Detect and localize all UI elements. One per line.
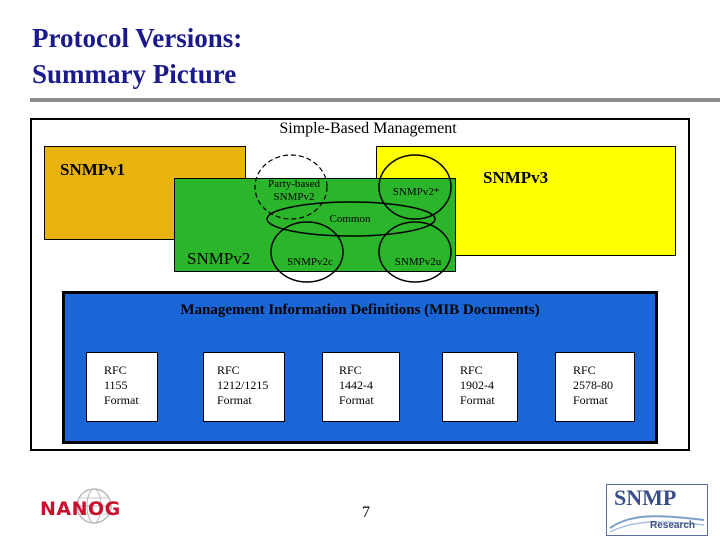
rfc-format-box-1442: RFC 1442-4 Format: [322, 352, 400, 422]
snmpv2u-label: SNMPv2u: [394, 256, 442, 268]
rfc-label: RFC: [339, 363, 362, 377]
snmpv1-label: SNMPv1: [60, 160, 126, 179]
rfc-format: Format: [339, 393, 374, 407]
rfc-label: RFC: [460, 363, 483, 377]
rfc-format: Format: [104, 393, 139, 407]
title-line-1: Protocol Versions:: [32, 23, 243, 53]
snmp-logo-subtitle: Research: [650, 520, 696, 531]
title-divider: [30, 98, 720, 102]
party-based-ellipse: [254, 154, 328, 220]
rfc-label: RFC: [217, 363, 240, 377]
rfc-number: 2578-80: [573, 378, 613, 392]
snmpv3-label: SNMPv3: [483, 168, 549, 187]
rfc-number: 1212/1215: [217, 378, 269, 392]
rfc-label: RFC: [573, 363, 596, 377]
snmpv2-star-label: SNMPv2*: [392, 186, 440, 198]
snmp-logo-swoosh: [609, 515, 705, 533]
outer-box-label: Simple-Based Management: [279, 120, 457, 137]
globe-icon: [76, 488, 112, 524]
common-ellipse: [266, 201, 436, 237]
rfc-format: Format: [217, 393, 252, 407]
title-line-2: Summary Picture: [32, 59, 237, 89]
common-label: Common: [329, 213, 371, 225]
snmpv2-label: SNMPv2: [187, 249, 251, 268]
rfc-number: 1155: [104, 378, 128, 392]
rfc-format-box-1155: RFC 1155 Format: [86, 352, 158, 422]
party-based-label: Party-based SNMPv2: [268, 178, 320, 203]
nanog-logo-text: NANOG: [40, 498, 121, 520]
rfc-number: 1442-4: [339, 378, 373, 392]
mib-definitions-label: Management Information Definitions (MIB …: [180, 302, 540, 318]
rfc-number: 1902-4: [460, 378, 494, 392]
rfc-format-box-1212: RFC 1212/1215 Format: [203, 352, 285, 422]
rfc-format-box-1902: RFC 1902-4 Format: [442, 352, 518, 422]
snmpv2c-ellipse: [270, 221, 344, 283]
page-number: 7: [362, 504, 370, 521]
snmpv2u-ellipse: [378, 221, 452, 283]
snmpv2-box: [174, 178, 456, 272]
slide-title: Protocol Versions: Summary Picture: [32, 20, 242, 92]
nanog-logo: NANOG: [40, 488, 121, 524]
rfc-format: Format: [573, 393, 608, 407]
rfc-label: RFC: [104, 363, 127, 377]
snmpv2c-label: SNMPv2c: [287, 256, 333, 268]
snmp-logo-title: SNMP: [614, 485, 677, 510]
rfc-format: Format: [460, 393, 495, 407]
rfc-format-box-2578: RFC 2578-80 Format: [555, 352, 635, 422]
snmpv2-star-ellipse: [378, 154, 452, 220]
